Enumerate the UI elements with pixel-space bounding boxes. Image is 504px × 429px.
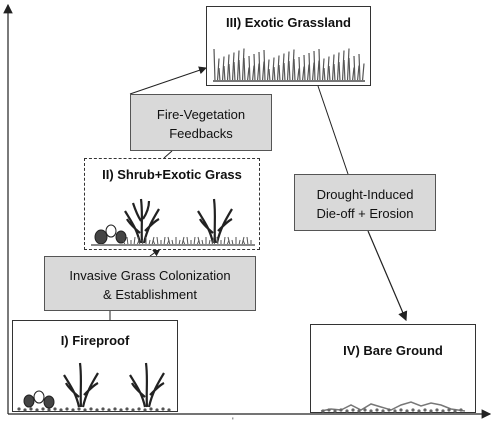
state-bare-ground-label: IV) Bare Ground [343, 343, 443, 358]
dieoff-line1: Drought-Induced [316, 187, 414, 202]
feedbacks-line1: Fire-Vegetation [156, 107, 246, 122]
state-fireproof: I) Fireproof [12, 320, 178, 412]
fireproof-illustration [17, 362, 171, 412]
colonization-line2: & Establishment [103, 287, 197, 302]
cactus-icon [23, 390, 55, 409]
state-exotic-grassland: III) Exotic Grassland [206, 6, 371, 86]
shrub-icon [63, 362, 165, 408]
shrub-grass-illustration [91, 198, 255, 246]
arrow-dieoff-to-bareground [367, 230, 408, 322]
exotic-grass-illustration [213, 48, 365, 82]
state-shrub-exotic-grass-label: II) Shrub+Exotic Grass [102, 167, 242, 182]
dieoff-line2: Die-off + Erosion [316, 206, 414, 221]
feedbacks-line2: Feedbacks [169, 126, 233, 141]
shrub-icon [124, 198, 233, 244]
process-invasive-grass-colonization: Invasive Grass Colonization & Establishm… [44, 256, 256, 311]
state-bare-ground: IV) Bare Ground [310, 324, 476, 413]
bare-ground-illustration [320, 401, 466, 413]
colonization-line1: Invasive Grass Colonization [69, 268, 231, 283]
arrow-shrub-to-feedbacks [163, 150, 173, 159]
state-fireproof-label: I) Fireproof [60, 333, 130, 348]
state-shrub-exotic-grass: II) Shrub+Exotic Grass [84, 158, 260, 250]
arrow-colonization-to-shrub [149, 248, 161, 257]
state-exotic-grassland-label: III) Exotic Grassland [226, 15, 351, 30]
arrow-feedbacks-to-grassland [129, 66, 207, 95]
process-drought-die-off-erosion: Drought-Induced Die-off + Erosion [294, 174, 436, 231]
process-fire-vegetation-feedbacks: Fire-Vegetation Feedbacks [130, 94, 272, 151]
arrow-grassland-to-dieoff [317, 85, 349, 175]
cactus-icon [94, 224, 127, 245]
x-axis-tick: ' [232, 416, 234, 426]
